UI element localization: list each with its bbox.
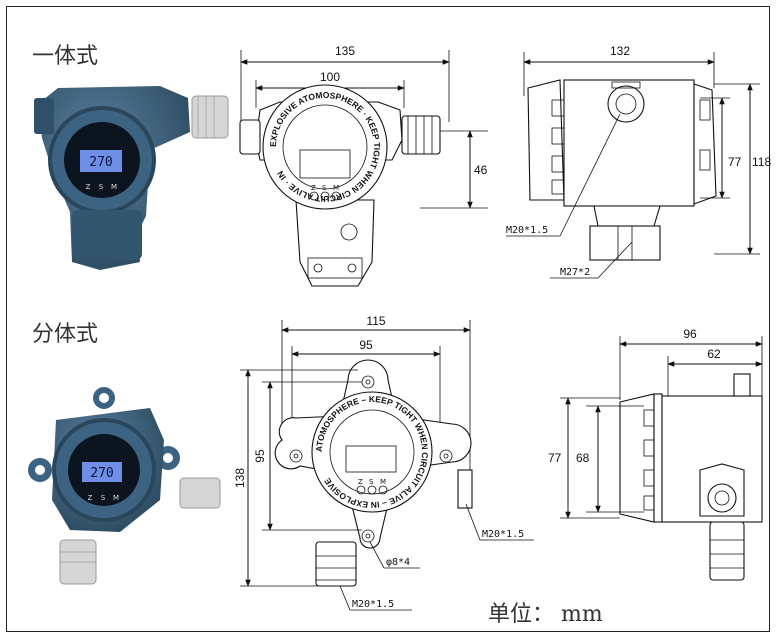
svg-text:M20*1.5: M20*1.5 (506, 225, 548, 236)
key-s: S (99, 183, 104, 191)
svg-text:77: 77 (548, 451, 562, 465)
svg-text:S: S (322, 184, 327, 192)
svg-text:S: S (101, 494, 106, 502)
svg-text:77: 77 (728, 155, 742, 169)
drawing-frame (6, 6, 770, 632)
integrated-side-view: 132 118 77 M20*1.5 M27*2 (506, 44, 771, 279)
svg-text:68: 68 (576, 451, 590, 465)
lcd-display (80, 150, 122, 172)
svg-text:Z: Z (358, 478, 363, 486)
section-title-split: 分体式 (32, 322, 99, 347)
split-side-view: 96 62 77 68 (548, 327, 763, 581)
svg-text:95: 95 (359, 338, 373, 352)
svg-text:M: M (380, 478, 386, 486)
photo-split: 270 Z S M (28, 387, 221, 585)
svg-text:M20*1.5: M20*1.5 (352, 599, 394, 610)
svg-text:118: 118 (752, 155, 771, 169)
svg-text:135: 135 (335, 44, 355, 58)
integrated-front-view: 135 100 S Z EXPLOSIVE ATOMOSPHERE · KEEP… (239, 44, 488, 287)
cable-gland-icon (191, 95, 229, 139)
svg-text:138: 138 (233, 468, 247, 488)
units-label: 单位： mm (488, 602, 603, 627)
svg-text:132: 132 (610, 44, 630, 58)
svg-text:100: 100 (320, 70, 340, 84)
lcd-display-2 (82, 462, 122, 482)
svg-text:M: M (333, 184, 339, 192)
svg-text:M20*1.5: M20*1.5 (482, 529, 524, 540)
svg-text:96: 96 (683, 327, 697, 341)
svg-text:S: S (369, 478, 374, 486)
cable-gland-icon (59, 477, 221, 585)
key-z: Z (86, 183, 91, 191)
svg-text:Z: Z (88, 494, 93, 502)
section-title-integrated: 一体式 (32, 44, 99, 69)
svg-text:62: 62 (707, 347, 721, 361)
split-front-view: 115 95 ATOMOSPHERE – KEEP TIGHT WHEN CIR… (233, 314, 534, 611)
lcd-value-2: 270 (90, 466, 113, 481)
svg-text:M27*2: M27*2 (560, 267, 590, 278)
lcd-value: 270 (89, 155, 112, 170)
svg-text:Z: Z (311, 184, 316, 192)
svg-text:115: 115 (366, 314, 385, 328)
svg-text:φ8*4: φ8*4 (386, 557, 410, 568)
svg-text:M: M (113, 494, 119, 502)
svg-text:95: 95 (253, 449, 267, 463)
photo-integrated: 270 Z S M (34, 86, 229, 270)
key-m: M (111, 183, 117, 191)
svg-text:46: 46 (474, 163, 488, 177)
